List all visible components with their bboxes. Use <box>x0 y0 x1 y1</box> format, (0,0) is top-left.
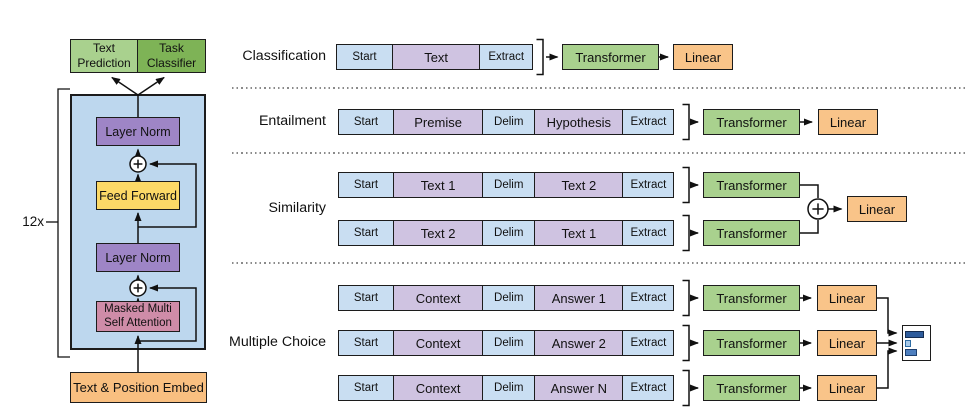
token-delim: Delim <box>482 375 536 401</box>
token-extract: Extract <box>622 109 675 135</box>
token-extract: Extract <box>622 220 675 246</box>
token-start: Start <box>338 172 394 198</box>
token-extract: Extract <box>622 330 675 356</box>
token-strip: Start Text 1 Delim Text 2 Extract <box>338 172 675 198</box>
arrow-linear-to-softmax <box>877 347 898 389</box>
token-delim: Delim <box>482 172 536 198</box>
dotted-separator <box>232 152 965 154</box>
dotted-separator <box>232 262 965 264</box>
token-context: Context <box>392 375 484 401</box>
arrow-to-task-classifier <box>137 76 165 96</box>
transformer-box: Transformer <box>703 330 800 356</box>
transformer-box: Transformer <box>703 109 800 135</box>
transformer-box: Transformer <box>703 375 800 401</box>
token-strip: Start Premise Delim Hypothesis Extract <box>338 109 675 135</box>
softmax-bars-icon <box>902 325 931 361</box>
token-start: Start <box>338 220 394 246</box>
token-delim: Delim <box>482 330 536 356</box>
token-strip: Start Text 2 Delim Text 1 Extract <box>338 220 675 246</box>
linear-box: Linear <box>673 44 733 70</box>
task-label-multiple-choice: Multiple Choice <box>229 334 326 350</box>
token-extract: Extract <box>622 285 675 311</box>
extract-bracket <box>682 214 690 252</box>
arrow-linear-to-softmax <box>877 297 898 337</box>
line-transformer-to-add <box>800 220 819 234</box>
token-strip: Start Text Extract <box>336 44 534 70</box>
token-strip: Start Context Delim Answer N Extract <box>338 375 675 401</box>
token-answer-2: Answer 2 <box>533 330 624 356</box>
task-label-classification: Classification <box>242 48 326 64</box>
task-label-similarity: Similarity <box>268 200 326 216</box>
token-extract: Extract <box>479 44 534 70</box>
token-start: Start <box>338 109 394 135</box>
token-text-1: Text 1 <box>392 172 484 198</box>
task-classifier-head: Task Classifier <box>137 39 206 73</box>
token-extract: Extract <box>622 172 675 198</box>
block-feed-forward: Feed Forward <box>96 181 180 210</box>
text-position-embed-box: Text & Position Embed <box>70 372 207 403</box>
linear-box: Linear <box>817 285 877 311</box>
softmax-bar-2 <box>905 339 911 347</box>
token-start: Start <box>338 375 394 401</box>
repeat-count-label: 12x <box>22 214 44 229</box>
transformer-box: Transformer <box>703 220 800 246</box>
token-strip: Start Context Delim Answer 1 Extract <box>338 285 675 311</box>
transformer-box: Transformer <box>703 172 800 198</box>
token-context: Context <box>392 330 484 356</box>
token-text: Text <box>391 44 481 70</box>
block-layer-norm-top: Layer Norm <box>96 117 180 146</box>
token-start: Start <box>336 44 393 70</box>
softmax-bar-1 <box>905 330 925 338</box>
block-masked-multi-self-attention: Masked Multi Self Attention <box>96 301 180 332</box>
token-hypothesis: Hypothesis <box>533 109 624 135</box>
linear-box: Linear <box>818 109 878 135</box>
extract-bracket <box>682 166 690 204</box>
extract-bracket <box>682 103 690 141</box>
block-layer-norm-bottom: Layer Norm <box>96 243 180 272</box>
token-answer-1: Answer 1 <box>533 285 624 311</box>
linear-box: Linear <box>847 196 907 222</box>
task-label-entailment: Entailment <box>258 113 326 129</box>
token-start: Start <box>338 330 394 356</box>
extract-bracket <box>536 38 544 76</box>
extract-bracket <box>682 369 690 407</box>
token-delim: Delim <box>482 285 536 311</box>
arrow-to-text-prediction <box>111 76 139 96</box>
transformer-box: Transformer <box>562 44 659 70</box>
token-premise: Premise <box>392 109 484 135</box>
dotted-separator <box>232 87 965 89</box>
linear-box: Linear <box>817 330 877 356</box>
token-answer-n: Answer N <box>533 375 624 401</box>
token-context: Context <box>392 285 484 311</box>
token-strip: Start Context Delim Answer 2 Extract <box>338 330 675 356</box>
token-text-1: Text 1 <box>533 220 624 246</box>
extract-bracket <box>682 324 690 362</box>
plus-circle-icon <box>807 198 829 220</box>
token-text-2: Text 2 <box>533 172 624 198</box>
softmax-bar-3 <box>905 348 918 356</box>
extract-bracket <box>682 279 690 317</box>
repeat-bracket <box>57 88 70 358</box>
line-transformer-to-add <box>800 184 819 198</box>
token-extract: Extract <box>622 375 675 401</box>
text-prediction-head: Text Prediction <box>70 39 138 73</box>
linear-box: Linear <box>817 375 877 401</box>
transformer-box: Transformer <box>703 285 800 311</box>
token-delim: Delim <box>482 220 536 246</box>
token-text-2: Text 2 <box>392 220 484 246</box>
token-delim: Delim <box>482 109 536 135</box>
token-start: Start <box>338 285 394 311</box>
